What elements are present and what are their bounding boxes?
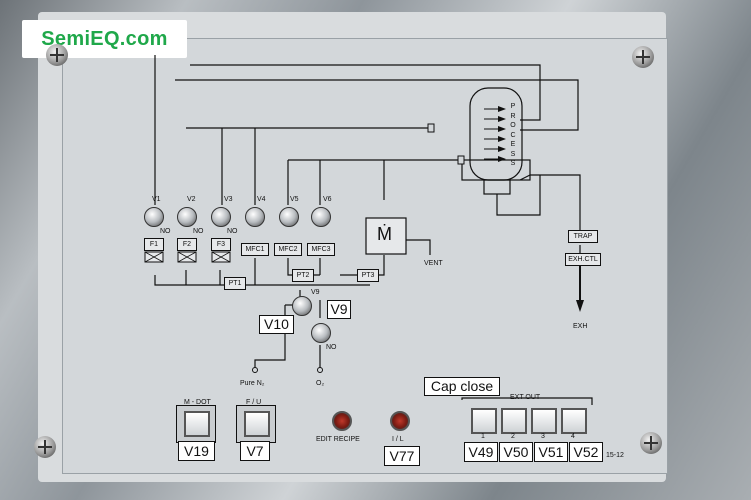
tag-v51: V51 [534,442,568,462]
valve-label-v2: V2 [187,196,196,203]
mdot-label: M - DOT [184,399,211,406]
trap-box: TRAP [568,230,598,243]
tag-v49: V49 [464,442,498,462]
fu-button[interactable] [244,411,270,437]
screw-icon [34,436,56,458]
mass-flow-symbol: Ṁ [377,224,392,244]
tag-v52: V52 [569,442,603,462]
ext-out-button-3[interactable] [531,408,557,434]
panel-code: 15-12 [606,452,624,459]
valve-v4-knob[interactable] [245,207,265,227]
valve-v10-knob[interactable] [292,296,312,316]
valve-label-v6: V6 [323,196,332,203]
ext-out-number-2: 2 [511,433,515,440]
mfc3-box: MFC3 [307,243,335,256]
mdot-button[interactable] [184,411,210,437]
tag-v9: V9 [327,300,351,319]
ext-out-button-4[interactable] [561,408,587,434]
valve-label-v4: V4 [257,196,266,203]
ext-out-number-3: 3 [541,433,545,440]
tag-v10: V10 [259,315,294,334]
valve-v3-knob[interactable] [211,207,231,227]
valve-v2-knob[interactable] [177,207,197,227]
filter-f1: F1 [144,238,164,251]
filter-f2: F2 [177,238,197,251]
ext-out-number-4: 4 [571,433,575,440]
valve-v9-no: NO [326,344,337,351]
tag-v77: V77 [384,446,420,466]
il-indicator [390,411,410,431]
screw-icon [46,44,68,66]
fu-button-frame [236,405,276,443]
exh-label: EXH [573,323,588,330]
semieq-logo: SemiEQ.com [22,20,187,58]
pt1-box: PT1 [224,277,246,290]
valve-v3-no: NO [227,228,238,235]
exh-ctl-box: EXH.CTL [565,253,601,266]
edit-recipe-indicator [332,411,352,431]
cap-close-label: Cap close [424,377,500,396]
screw-icon [640,432,662,454]
pure-n2-label: Pure N₂ [240,380,265,387]
valve-label-v1: V1 [152,196,161,203]
valve-v2-no: NO [193,228,204,235]
mfc1-box: MFC1 [241,243,269,256]
ext-out-number-1: 1 [481,433,485,440]
tag-v7: V7 [240,441,270,461]
valve-v9-knob[interactable] [311,323,331,343]
o2-label: O₂ [316,380,325,387]
vent-label: VENT [424,260,443,267]
tag-v50: V50 [499,442,533,462]
filter-f3: F3 [211,238,231,251]
screw-icon [632,46,654,68]
mdot-button-frame [176,405,216,443]
valve-v5-knob[interactable] [279,207,299,227]
valve-v6-knob[interactable] [311,207,331,227]
edit-recipe-label: EDIT RECIPE [316,436,360,443]
mfc2-box: MFC2 [274,243,302,256]
il-label: I / L [392,436,404,443]
valve-label-v5: V5 [290,196,299,203]
ext-out-label: EXT OUT [510,394,541,401]
ext-out-button-1[interactable] [471,408,497,434]
pt2-box: PT2 [292,269,314,282]
valve-label-v3: V3 [224,196,233,203]
valve-v9-small-label: V9 [311,289,320,296]
pt3-box: PT3 [357,269,379,282]
ext-out-button-2[interactable] [501,408,527,434]
fu-label: F / U [246,399,262,406]
valve-v1-knob[interactable] [144,207,164,227]
tag-v19: V19 [178,441,215,461]
valve-v1-no: NO [160,228,171,235]
